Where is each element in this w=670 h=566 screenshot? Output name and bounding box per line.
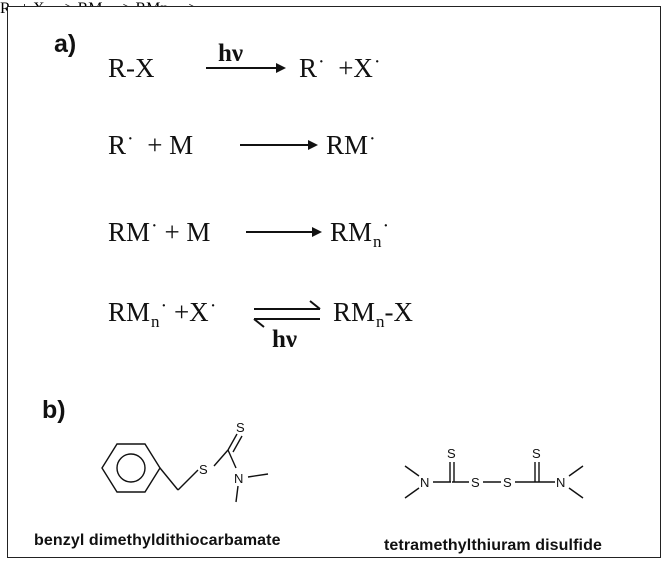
eq4-reactant-rmn: RM: [108, 297, 151, 327]
eq2-reactant-m: + M: [147, 130, 194, 160]
eq1-product-x: +X: [338, 53, 373, 83]
eq2-product: RM·: [326, 128, 376, 160]
eq1-product-r: R: [299, 53, 318, 83]
eq1-products: R· +X·: [299, 51, 381, 83]
eq4-reactants: RMn· +X·: [108, 295, 217, 331]
eq3-product: RMn·: [330, 215, 390, 251]
eq3-reactant-m: + M: [164, 217, 211, 247]
eq2-reactant-r: R: [108, 130, 127, 160]
mol2-atom-n1: N: [420, 475, 429, 490]
eq3-reactants: RM· + M: [108, 215, 211, 247]
benzyl-dimethyldithiocarbamate-structure: S S N: [101, 420, 269, 503]
eq3-arrow: [246, 227, 322, 237]
mol2-atom-s-top1: S: [447, 446, 456, 461]
eq4-reactant-x: +X: [173, 297, 209, 327]
mol2-atom-s-top2: S: [532, 446, 541, 461]
eq4-product: RMn-X: [333, 297, 414, 331]
eq1-reactant: R-X: [108, 53, 155, 83]
mol2-atom-s-bridge2: S: [503, 475, 512, 490]
molecule1-name: benzyl dimethyldithiocarbamate: [34, 532, 281, 549]
part-a-label: a): [54, 30, 77, 58]
eq2-reactants: R· + M: [108, 128, 194, 160]
figure-frame: [7, 6, 661, 558]
eq4-photon-label: hν: [272, 326, 298, 353]
eq4-equilibrium-arrows: [253, 300, 321, 328]
mol1-atom-s2: S: [236, 420, 245, 435]
mol2-atom-s-bridge1: S: [471, 475, 480, 490]
eq2-arrow: [240, 140, 318, 150]
molecule2-name: tetramethylthiuram disulfide: [384, 537, 602, 554]
part-b-label: b): [42, 396, 66, 424]
eq1-arrow: [206, 63, 286, 73]
eq1-photon-label: hν: [218, 40, 244, 67]
mol1-atom-s1: S: [199, 462, 208, 477]
tetramethylthiuram-disulfide-structure: N S S S S N: [404, 446, 584, 499]
mol1-atom-n: N: [234, 471, 243, 486]
mol2-atom-n2: N: [556, 475, 565, 490]
eq3-reactant-rm: RM: [108, 217, 151, 247]
